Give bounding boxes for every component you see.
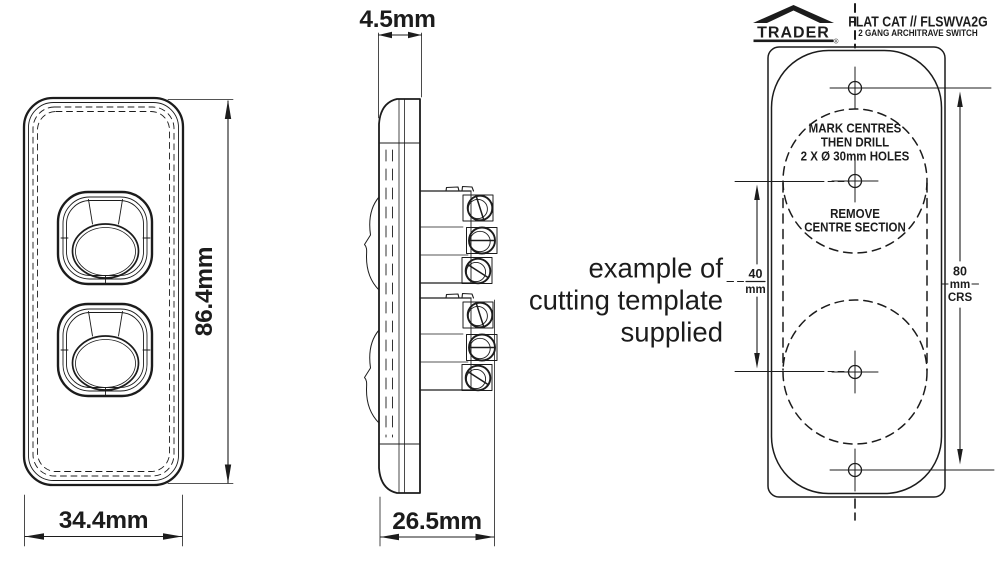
drill-note-line-3: 2 X Ø 30mm HOLES — [801, 149, 910, 164]
side-view-drawing — [364, 98, 498, 494]
template-outer-outline — [767, 46, 946, 498]
hole-spacing-unit: mm — [745, 284, 765, 296]
hole-spacing-dimension: 40 mm — [726, 184, 766, 369]
template-plate-outline — [770, 49, 943, 495]
rocker-profile-top — [364, 196, 380, 291]
hole-spacing-value: 40 — [749, 267, 763, 281]
fixing-centres-dimension: 80 mm CRS — [940, 91, 980, 465]
caption-text: example of cutting template supplied — [529, 253, 723, 348]
drill-note-line-2: THEN DRILL — [821, 135, 890, 150]
fixing-centres-value: 80 — [953, 265, 967, 279]
side-thickness-label: 4.5mm — [359, 6, 435, 33]
switch-mechanism-top — [419, 185, 498, 285]
front-height-dimension: 86.4mm — [167, 99, 234, 484]
cutting-template: TRADER ® FLAT CAT // FLSWVA2G 2 GANG ARC… — [726, 3, 995, 521]
front-view-drawing — [22, 96, 185, 487]
side-depth-dimension: 26.5mm — [379, 299, 495, 547]
trader-roof-icon — [753, 5, 834, 23]
registered-trademark: ® — [834, 38, 839, 46]
remove-note-line-2: CENTRE SECTION — [804, 220, 906, 235]
caption-line-3: supplied — [621, 317, 723, 348]
drill-centre-marker-top — [831, 159, 879, 203]
rocker-profile-bottom — [364, 329, 380, 424]
remove-note-line-1: REMOVE — [830, 206, 880, 221]
front-width-dimension: 34.4mm — [24, 494, 183, 547]
rocker-switch-bottom — [56, 302, 154, 398]
fixing-centres-unit: mm — [950, 279, 970, 291]
product-type: 2 GANG ARCHITRAVE SWITCH — [858, 27, 977, 38]
rocker-switch-top — [56, 190, 154, 286]
front-height-label: 86.4mm — [191, 247, 218, 336]
side-depth-label: 26.5mm — [392, 508, 481, 535]
caption-line-2: cutting template — [529, 285, 723, 316]
fixing-centres-suffix: CRS — [948, 292, 973, 304]
switch-mechanism-bottom — [419, 292, 498, 392]
side-thickness-dimension: 4.5mm — [359, 6, 436, 119]
template-instructions: MARK CENTRES THEN DRILL 2 X Ø 30mm HOLES… — [801, 121, 910, 235]
drill-note-line-1: MARK CENTRES — [809, 121, 902, 136]
brand-name: TRADER — [757, 25, 830, 42]
product-code: FLAT CAT // FLSWVA2G — [848, 14, 987, 30]
drill-hole-outline-bottom — [782, 299, 928, 445]
trader-logo: TRADER ® — [753, 5, 839, 46]
drill-centre-marker-bottom — [831, 350, 879, 394]
template-extension-lines — [734, 87, 995, 471]
front-width-label: 34.4mm — [59, 507, 148, 534]
caption-line-1: example of — [588, 253, 723, 284]
